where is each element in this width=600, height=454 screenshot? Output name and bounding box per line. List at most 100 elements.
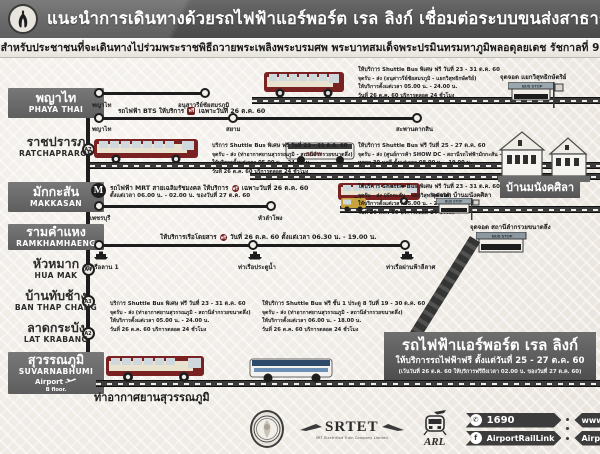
srtet-logo: SRTET SRT Electrified Train Company Limi… (300, 419, 404, 440)
shuttle-info-showdc: ให้บริการ Shuttle Bus ฟรี วันที่ 25 - 27… (358, 143, 538, 167)
bus-stop-shelter-wisutkasat: BUS STOP (507, 81, 564, 112)
shuttle-bus-icon (106, 356, 204, 382)
bts-stop-label-saphan-taksin: สะพานตากสิน (396, 126, 433, 133)
shuttle-bus-icon (341, 198, 366, 212)
shuttle-info-ratchaprarop: บริการ Shuttle Bus พิเศษ ฟรี วันที่ 23 -… (212, 143, 353, 175)
station-label-lat-krabang[interactable]: ลาดกระบัง LAT KRABANG (8, 319, 104, 345)
station-name-en: MAKKASAN (30, 199, 82, 209)
contact-twitter[interactable]: AirportRailLink t (574, 430, 600, 446)
contact-group-right: www.srtet.co.th www AirportRailLink t (574, 412, 600, 446)
footer-bar: SRTET SRT Electrified Train Company Limi… (0, 404, 600, 454)
page-title: แนะนำการเดินทางด้วยรถไฟฟ้าแอร์พอร์ต เรล … (47, 9, 600, 28)
station-node-a3[interactable]: A3 (81, 295, 95, 308)
boat-icon (94, 251, 108, 260)
mrt-stop-dot-phetchaburi[interactable] (94, 201, 104, 211)
free-badge: ฟรี (187, 107, 196, 115)
svg-text:BUS STOP: BUS STOP (492, 233, 513, 238)
bus-stop-shelter-lamkrung: BUS STOP (475, 231, 534, 262)
pier-dot-1[interactable] (94, 240, 104, 250)
bts-stop-label-victory-monument: อนุสาวรีย์ชัยสมรภูมิ (178, 102, 230, 109)
bus-stop-shelter-manangkhasila: BUS STOP (435, 197, 480, 224)
shuttle-info-phaya-thai: ให้บริการ Shuttle Bus พิเศษ ฟรี วันที่ 2… (358, 67, 500, 99)
pier-label-3: ท่าเรือผ่านฟ้าลีลาศ (386, 264, 436, 271)
shuttle-bus-icon (94, 139, 198, 164)
road-ratchaprarop (90, 162, 600, 169)
free-badge: ฟรี (219, 233, 227, 241)
panel-line3: (เว้นวันที่ 26 ต.ค. 60 ให้บริการฟรีถึงเว… (398, 368, 582, 375)
station-name-th: ลาดกระบัง (27, 319, 85, 335)
station-label-makkasan[interactable]: มักกะสัน MAKKASAN (8, 182, 104, 212)
boat-icon (248, 251, 262, 260)
bts-stop-label-siam: สยาม (226, 126, 241, 133)
mrt-service-note-line1: รถไฟฟ้า MRT สายเฉลิมรัชมงคล ให้บริการ ฟร… (110, 184, 309, 192)
station-label-ratchaprarop[interactable]: ราชปรารภ RATCHAPRAROP (8, 133, 104, 158)
place-label-ban-manangkhasila: บ้านมนังคศิลา (500, 176, 581, 198)
station-name-th: สุวรรณภูมิ (27, 351, 85, 367)
station-node-a7[interactable]: A7 (81, 143, 95, 156)
train-arrow-icon (381, 423, 404, 431)
bts-stop-dot-phaya-thai[interactable] (94, 88, 104, 98)
mrt-link-line (98, 205, 272, 208)
station-label-ban-thap-chang[interactable]: บ้านทับช้าง BAN THAP CHANG (8, 287, 104, 312)
place-label-suvarnabhumi-airport: ท่าอากาศยานสุวรรณภูมิ (94, 391, 210, 404)
pier-label-1: ท่าเรือลาน 1 (85, 264, 119, 271)
station-name-th: บ้านทับช้าง (25, 287, 87, 303)
contact-facebook[interactable]: f AirportRailLink (465, 430, 562, 446)
station-name-th: หัวหมาก (32, 255, 80, 271)
shuttle-info-lat-krabang: บริการ Shuttle Bus พิเศษ ฟรี วันที่ 23 -… (110, 301, 251, 333)
bts-stop-dot-victory-monument[interactable] (200, 88, 210, 98)
bts-stop-label-phaya-thai: พญาไท (92, 102, 112, 109)
station-label-ramkhamhaeng[interactable]: รามคำแหง RAMKHAMHAENG (8, 224, 104, 250)
shuttle-bus-icon (264, 72, 344, 98)
station-label-phaya-thai[interactable]: พญาไท PHAYA THAI (8, 88, 104, 118)
bts-link-line-2 (98, 117, 418, 120)
station-name-en: LAT KRABANG (23, 335, 89, 345)
station-name-en: PHAYA THAI (28, 105, 84, 115)
panel-line2: ให้บริการรถไฟฟ้าฟรี ตั้งแต่วันที่ 25 - 2… (395, 355, 585, 366)
airplane-icon (65, 378, 76, 383)
station-name-en: HUA MAK (34, 271, 78, 281)
road-makkasan-upper (250, 173, 600, 180)
mrt-service-note-line2: ตั้งแต่เวลา 06.00 น. - 02.00 น. ของวันที… (110, 193, 251, 199)
panel-title: รถไฟฟ้าแอร์พอร์ต เรล ลิงก์ (401, 336, 579, 355)
header-bar: แนะนำการเดินทางด้วยรถไฟฟ้าแอร์พอร์ต เรล … (0, 0, 600, 38)
boat-service-note: ให้บริการเรือโดยสาร ฟรี วันที่ 26 ต.ค. 6… (160, 233, 377, 241)
svg-text:SHOW: SHOW (306, 152, 322, 158)
shuttle-info-suvarnabhumi: ให้บริการ Shuttle Bus ฟรี ชั้น 1 ประตู 8… (262, 301, 426, 333)
station-label-suvarnabhumi[interactable]: สุวรรณภูมิ SUVARNABHUMI Airport B floor. (8, 352, 104, 394)
facebook-icon: f (469, 432, 482, 444)
contact-phone[interactable]: ✆ 1690 (465, 412, 562, 428)
mrt-stop-dot-hua-lamphong[interactable] (266, 201, 276, 211)
pier-dot-2[interactable] (248, 240, 258, 250)
station-label-hua-mak[interactable]: หัวหมาก HUA MAK (8, 255, 104, 281)
bts-stop-dot-saphan-taksin[interactable] (412, 113, 422, 123)
contact-facebook-label: AirportRailLink (486, 433, 555, 443)
bts-stop-dot-phaya-thai-2[interactable] (94, 113, 104, 123)
mrt-stop-label-hua-lamphong: หัวลำโพง (258, 215, 283, 222)
station-node-a2[interactable]: A2 (81, 327, 95, 340)
arl-logo: ARL (418, 410, 452, 448)
station-name-en: SUVARNABHUMI (18, 367, 94, 377)
station-name-th: ราชปรารภ (26, 133, 86, 149)
bts-stop-label-phaya-thai-2: พญาไท (92, 126, 112, 133)
station-node-a4[interactable]: A4 (81, 263, 95, 276)
coach-bus-icon: SHOW (285, 142, 355, 164)
mourning-ribbon-icon (8, 4, 38, 34)
bts-stop-dot-siam[interactable] (228, 113, 238, 123)
road-makkasan-lower (340, 206, 600, 213)
phone-icon: ✆ (469, 414, 482, 426)
contact-website[interactable]: www.srtet.co.th www (574, 412, 600, 428)
bottom-info-panel: รถไฟฟ้าแอร์พอร์ต เรล ลิงก์ ให้บริการรถไฟ… (384, 332, 596, 380)
station-name-th: มักกะสัน (32, 183, 80, 199)
stop-label-manangkhasila: จุดจอด บ้านมนังคศิลา (432, 192, 492, 199)
shuttle-info-makkasan: ให้บริการ Shuttle Bus พิเศษ ฟรี วันที่ 2… (358, 184, 500, 216)
svg-text:BUS STOP: BUS STOP (522, 83, 543, 88)
pier-label-2: ท่าเรือประตูน้ำ (238, 264, 276, 271)
mrt-logo-icon: M (91, 183, 106, 198)
arl-name: ARL (423, 436, 446, 448)
footer-divider (566, 415, 570, 443)
stop-label-lamkrung: จุดจอด สถานีลำกรวยขนาดลึ่ง (470, 224, 551, 231)
contact-twitter-label: AirportRailLink (581, 433, 600, 443)
pier-dot-3[interactable] (400, 240, 410, 250)
srtet-name: SRTET (325, 418, 379, 435)
